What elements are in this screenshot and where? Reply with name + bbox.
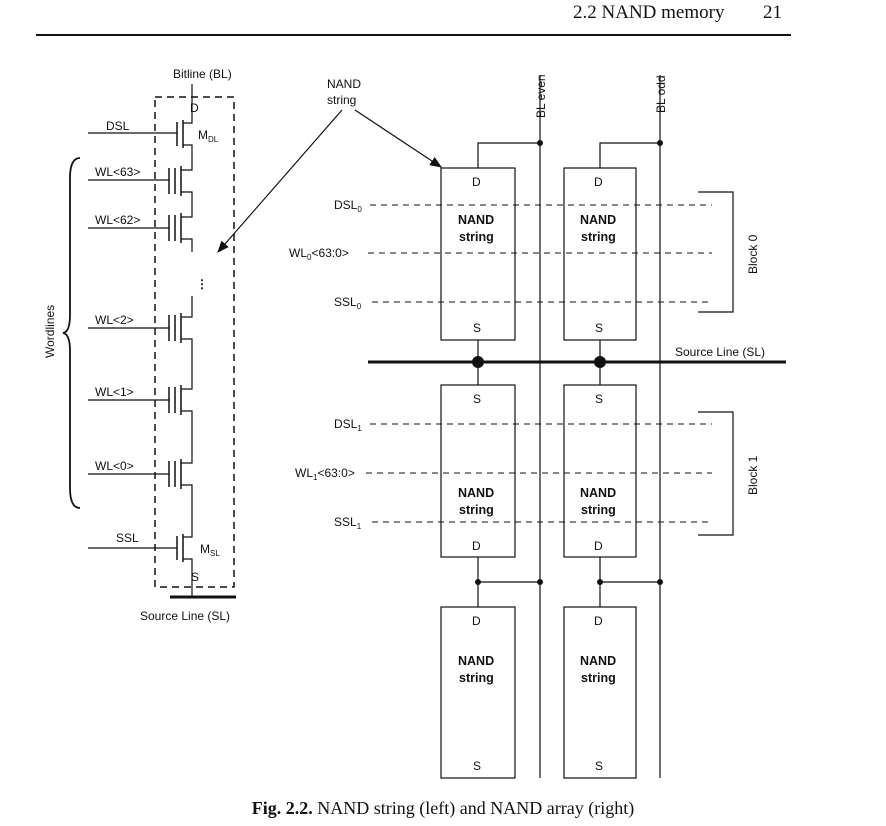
- ssl-label: SSL: [116, 531, 139, 545]
- nand-string-schematic: Bitline (BL) D DSL MDL WL<63>: [43, 67, 236, 623]
- figure-caption-label: Fig. 2.2.: [251, 798, 313, 818]
- svg-text:S: S: [473, 759, 481, 773]
- ssl1-label: SSL1: [334, 515, 362, 531]
- callout-arrow-left: [217, 109, 343, 253]
- figure-caption: Fig. 2.2. NAND string (left) and NAND ar…: [0, 798, 886, 819]
- svg-text:S: S: [473, 392, 481, 406]
- svg-text:S: S: [595, 321, 603, 335]
- string-drain-label: D: [190, 101, 199, 115]
- source-junction-dot: [594, 356, 606, 368]
- callout-line2: string: [327, 93, 356, 107]
- string-b0-even: D NAND string S: [440, 167, 516, 341]
- bitline-label: Bitline (BL): [173, 67, 232, 81]
- junction-dot: [537, 140, 543, 146]
- ssl0-label: SSL0: [334, 295, 362, 311]
- svg-text:S: S: [595, 392, 603, 406]
- block0-control-lines: DSL0 WL0<63:0> SSL0: [289, 198, 712, 311]
- bl-even-label: BL even: [534, 74, 548, 118]
- cell-wl0: WL<0>: [88, 454, 193, 532]
- block0-bracket: [698, 191, 734, 313]
- wl-label: WL<62>: [95, 213, 140, 227]
- cell-wl62: WL<62>: [88, 212, 193, 252]
- nand-array: BL even BL odd D NAND string S D NAND st…: [289, 74, 786, 779]
- svg-text:S: S: [473, 321, 481, 335]
- string-dashed-box: [154, 96, 235, 588]
- wordlines-label: Wordlines: [43, 305, 57, 358]
- wl-label: WL<63>: [95, 165, 140, 179]
- page-number: 21: [763, 2, 782, 23]
- junction-dot: [597, 579, 603, 585]
- bl-odd-label: BL odd: [654, 75, 668, 113]
- string-b1-even: S NAND string D: [440, 384, 516, 558]
- cell-wl2: WL<2>: [88, 312, 193, 384]
- mdl-label: MDL: [198, 128, 219, 144]
- svg-text:D: D: [472, 614, 481, 628]
- dsl1-label: DSL1: [334, 417, 362, 433]
- wl0-label: WL0<63:0>: [289, 246, 349, 262]
- svg-text:D: D: [594, 614, 603, 628]
- wordlines-brace: [62, 157, 81, 509]
- svg-text:string: string: [459, 671, 494, 685]
- svg-text:D: D: [594, 539, 603, 553]
- svg-text:S: S: [595, 759, 603, 773]
- dsl0-label: DSL0: [334, 198, 362, 214]
- block1-bracket: [698, 411, 734, 536]
- junction-dot: [657, 140, 663, 146]
- cell-wl63: WL<63>: [88, 165, 193, 212]
- svg-text:D: D: [594, 175, 603, 189]
- cell-wl1: WL<1>: [88, 384, 193, 454]
- running-header-section: 2.2 NAND memory: [573, 2, 725, 23]
- dsl-label: DSL: [106, 119, 130, 133]
- svg-text:D: D: [472, 539, 481, 553]
- svg-text:string: string: [581, 503, 616, 517]
- svg-text:NAND: NAND: [458, 486, 494, 500]
- svg-text:NAND: NAND: [580, 654, 616, 668]
- wl-label: WL<2>: [95, 313, 134, 327]
- callout-line1: NAND: [327, 77, 361, 91]
- junction-dot: [475, 579, 481, 585]
- svg-text:NAND: NAND: [458, 654, 494, 668]
- string-b2-odd: D NAND string S: [563, 606, 637, 779]
- figure-caption-text: NAND string (left) and NAND array (right…: [312, 798, 635, 818]
- wl1-label: WL1<63:0>: [295, 466, 355, 482]
- block1-control-lines: DSL1 WL1<63:0> SSL1: [295, 417, 712, 531]
- svg-text:string: string: [581, 230, 616, 244]
- source-junction-dot: [472, 356, 484, 368]
- block1-label: Block 1: [746, 455, 760, 495]
- junction-dot: [657, 579, 663, 585]
- ellipsis-dots: ⋮: [196, 277, 208, 291]
- string-source-label: S: [191, 570, 199, 584]
- msl-label: MSL: [200, 542, 220, 558]
- string-b2-even: D NAND string S: [440, 606, 516, 779]
- nand-string-callout: NAND string: [217, 77, 443, 253]
- svg-text:NAND: NAND: [458, 213, 494, 227]
- svg-text:string: string: [581, 671, 616, 685]
- block0-label: Block 0: [746, 234, 760, 274]
- junction-dot: [537, 579, 543, 585]
- svg-text:NAND: NAND: [580, 486, 616, 500]
- wl-label: WL<0>: [95, 459, 134, 473]
- wl-label: WL<1>: [95, 385, 134, 399]
- callout-arrow-right: [354, 109, 443, 168]
- svg-text:D: D: [472, 175, 481, 189]
- array-source-line-label: Source Line (SL): [675, 345, 765, 359]
- string-b0-odd: D NAND string S: [563, 167, 637, 341]
- svg-text:string: string: [459, 230, 494, 244]
- string-b1-odd: S NAND string D: [563, 384, 637, 558]
- header-rule: [36, 34, 791, 36]
- svg-text:string: string: [459, 503, 494, 517]
- svg-text:NAND: NAND: [580, 213, 616, 227]
- left-source-line-label: Source Line (SL): [140, 609, 230, 623]
